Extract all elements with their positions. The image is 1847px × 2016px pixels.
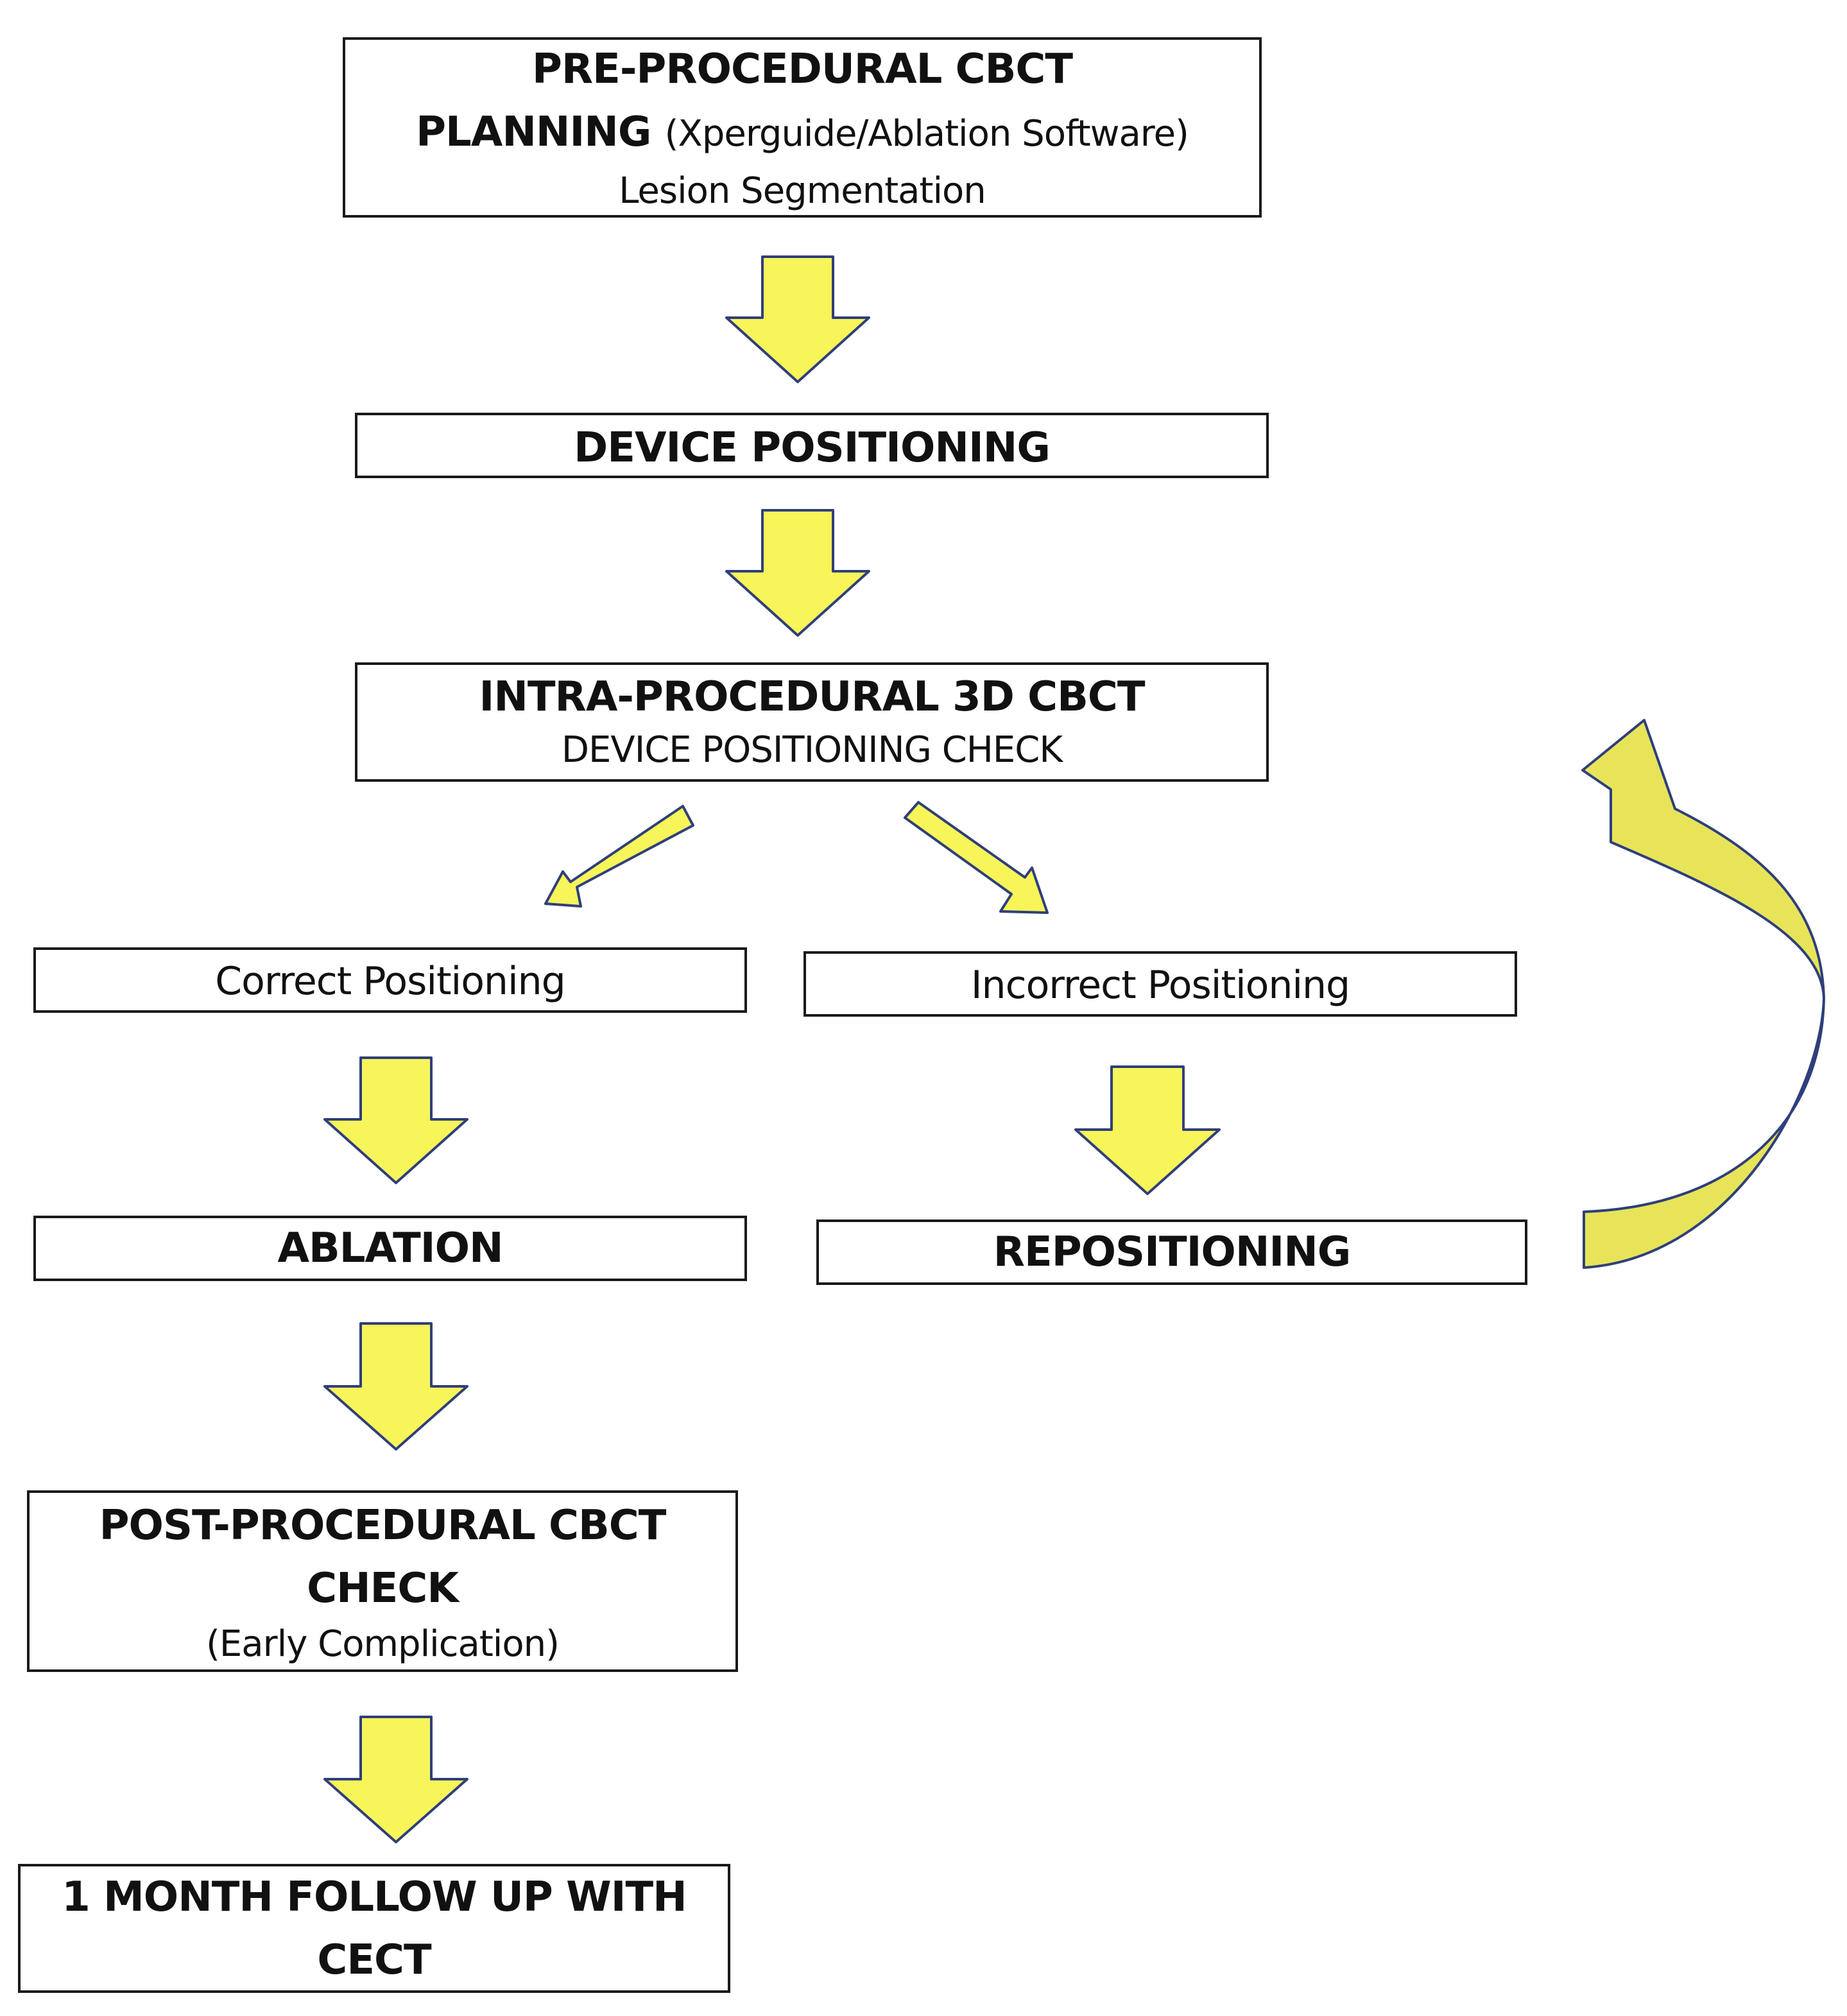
node-correct-positioning: Correct Positioning [33,947,747,1013]
arrow-down-correct-to-ablation [323,1056,468,1184]
node-preprocedural-planning: PRE-PROCEDURAL CBCT PLANNING (Xperguide/… [343,37,1262,218]
node-repositioning: REPOSITIONING [816,1219,1527,1285]
postprocedural-line2: CHECK [307,1564,459,1612]
preprocedural-line3: Lesion Segmentation [619,170,986,212]
preprocedural-line2: PLANNING (Xperguide/Ablation Software) [416,101,1189,166]
postprocedural-line3: (Early Complication) [206,1623,560,1665]
node-postprocedural-cbct: POST-PROCEDURAL CBCT CHECK (Early Compli… [27,1490,738,1672]
arrow-down-ablation-to-postprocedural [323,1322,468,1451]
arrow-diagonal-to-correct [544,805,694,908]
arrow-down-device-to-intraprocedural [725,509,870,637]
arrow-diagonal-to-incorrect [904,801,1049,914]
intraprocedural-title: INTRA-PROCEDURAL 3D CBCT [479,673,1146,721]
node-intraprocedural-cbct: INTRA-PROCEDURAL 3D CBCT DEVICE POSITION… [355,662,1269,782]
node-device-positioning: DEVICE POSITIONING [355,413,1269,478]
arrow-down-incorrect-to-repositioning [1074,1065,1221,1195]
curved-arrow-repositioning-to-check [1581,719,1825,1269]
preprocedural-line1: PRE-PROCEDURAL CBCT [531,46,1073,93]
correct-positioning-label: Correct Positioning [215,959,565,1004]
device-positioning-label: DEVICE POSITIONING [574,424,1051,472]
followup-line2: CECT [317,1936,431,1984]
node-incorrect-positioning: Incorrect Positioning [803,951,1517,1017]
postprocedural-line1: POST-PROCEDURAL CBCT [99,1501,667,1549]
node-ablation: ABLATION [33,1216,747,1281]
intraprocedural-subtitle: DEVICE POSITIONING CHECK [561,729,1063,771]
incorrect-positioning-label: Incorrect Positioning [970,963,1350,1008]
preprocedural-line2-bold: PLANNING [416,108,651,156]
followup-line1: 1 MONTH FOLLOW UP WITH [62,1873,687,1921]
arrow-down-postprocedural-to-followup [323,1716,468,1843]
node-followup-cect: 1 MONTH FOLLOW UP WITH CECT [18,1864,730,1993]
ablation-label: ABLATION [277,1225,503,1272]
arrow-down-planning-to-device [725,255,870,383]
repositioning-label: REPOSITIONING [993,1228,1352,1276]
preprocedural-line2-normal: (Xperguide/Ablation Software) [664,113,1189,155]
